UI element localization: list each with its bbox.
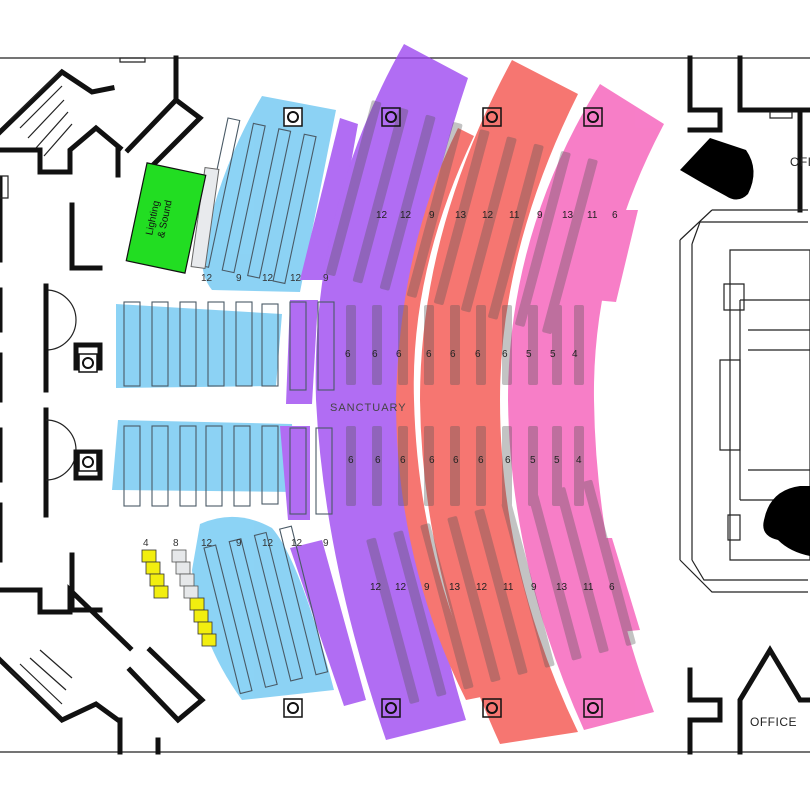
- row-label: 12: [370, 582, 382, 593]
- grey-seat-block[interactable]: [171, 549, 199, 599]
- row-label: 9: [323, 273, 329, 284]
- row-label: 6: [612, 210, 618, 221]
- piano-icon: [680, 138, 810, 556]
- row-label: 12: [482, 210, 494, 221]
- purple-section-left-block[interactable]: [286, 300, 318, 404]
- row-label: 6: [609, 582, 615, 593]
- pink-section-right-bottom[interactable]: [590, 538, 640, 632]
- row-label: 12: [290, 273, 302, 284]
- row-label: 6: [505, 455, 511, 466]
- row-label: 6: [478, 455, 484, 466]
- row-label: 5: [550, 349, 556, 360]
- row-label: 6: [375, 455, 381, 466]
- row-label: 12: [201, 538, 213, 549]
- row-label: 6: [348, 455, 354, 466]
- row-label: 6: [429, 455, 435, 466]
- row-label: 4: [572, 349, 578, 360]
- row-label: 12: [400, 210, 412, 221]
- row-label: 9: [429, 210, 435, 221]
- row-count-labels: 12 9 12 12 9 12 9 12 12 9 4 8 12 12 9 13…: [143, 210, 618, 593]
- row-label: 13: [449, 582, 461, 593]
- row-label: 11: [583, 582, 594, 593]
- section-overlays: [112, 44, 664, 744]
- row-label: 4: [576, 455, 582, 466]
- row-label: 12: [262, 538, 274, 549]
- building-walls: [0, 55, 810, 755]
- row-label: 12: [395, 582, 407, 593]
- row-label: 6: [345, 349, 351, 360]
- row-label: 6: [475, 349, 481, 360]
- sanctuary-label: SANCTUARY: [330, 402, 407, 414]
- row-label: 12: [291, 538, 303, 549]
- red-section-inner[interactable]: [396, 128, 486, 700]
- pink-section-right[interactable]: [508, 84, 664, 730]
- blue-section-mid-upper[interactable]: [116, 304, 282, 388]
- row-label: 6: [372, 349, 378, 360]
- row-label: 9: [236, 538, 242, 549]
- row-label: 12: [262, 273, 274, 284]
- row-label: 4: [143, 538, 149, 549]
- row-label: 13: [455, 210, 467, 221]
- yellow-seat-block[interactable]: [141, 549, 217, 647]
- row-label: 13: [562, 210, 574, 221]
- row-label: 6: [450, 349, 456, 360]
- row-label: 9: [236, 273, 242, 284]
- row-label: 6: [426, 349, 432, 360]
- lighting-sound-booth[interactable]: Lighting & Sound: [125, 162, 220, 274]
- curved-row-bars: [325, 100, 636, 704]
- row-label: 11: [503, 582, 514, 593]
- purple-section-bottom-small[interactable]: [290, 540, 366, 706]
- row-label: 11: [587, 210, 598, 221]
- row-label: 13: [556, 582, 568, 593]
- seat-grids: [123, 117, 335, 695]
- row-label: 6: [502, 349, 508, 360]
- row-label: 5: [530, 455, 536, 466]
- row-label: 6: [453, 455, 459, 466]
- row-label: 8: [173, 538, 179, 549]
- office-label-bottom: OFFICE: [750, 715, 797, 729]
- pink-section-right-mid[interactable]: [556, 428, 590, 522]
- row-label: 9: [531, 582, 537, 593]
- row-label: 6: [396, 349, 402, 360]
- row-label: 5: [554, 455, 560, 466]
- row-label: 9: [537, 210, 543, 221]
- office-label-top: OFI: [790, 155, 810, 169]
- row-label: 9: [323, 538, 329, 549]
- blue-section-bottom-left[interactable]: [192, 516, 334, 700]
- row-label: 5: [526, 349, 532, 360]
- row-label: 12: [476, 582, 488, 593]
- row-label: 11: [509, 210, 520, 221]
- row-label: 12: [201, 273, 213, 284]
- purple-section-top-small[interactable]: [300, 118, 358, 280]
- room-labels: SANCTUARY OFFICE OFI: [330, 155, 810, 729]
- purple-section-left-block-2[interactable]: [280, 426, 310, 520]
- row-label: 9: [424, 582, 430, 593]
- row-label: 6: [400, 455, 406, 466]
- pink-section-right-top[interactable]: [594, 210, 638, 302]
- column-pillar-icon: [78, 107, 603, 718]
- row-label: 12: [376, 210, 388, 221]
- red-section-center[interactable]: [420, 60, 578, 744]
- purple-section-center[interactable]: [315, 44, 468, 740]
